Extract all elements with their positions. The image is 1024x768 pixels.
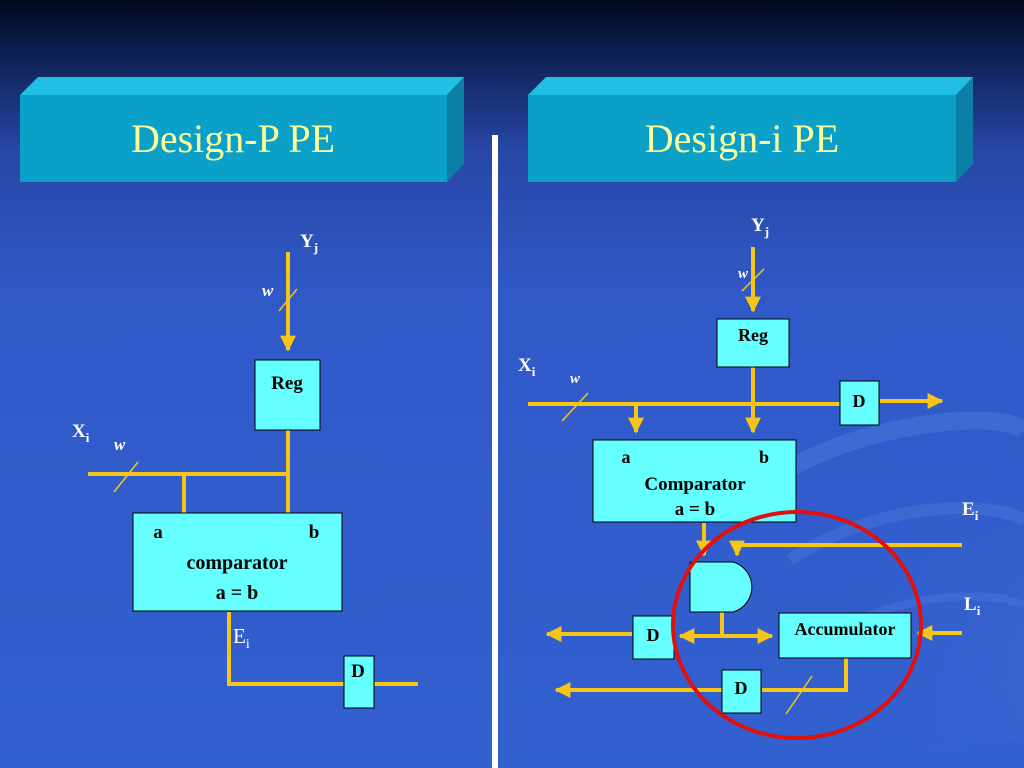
right-title: Design-i PE <box>645 116 839 161</box>
left-width-ticks <box>113 288 298 493</box>
left-diagram <box>88 252 418 686</box>
left-comparator-b: b <box>309 522 320 543</box>
left-e-label: Ei <box>233 624 250 652</box>
right-d-top-box: D <box>839 380 880 426</box>
right-x-label: Xi <box>518 355 536 379</box>
left-d-label: D <box>351 661 365 682</box>
right-reg-label: Reg <box>738 325 768 345</box>
left-e-output-wire <box>227 612 418 686</box>
right-width-ticks <box>561 268 813 715</box>
right-w-left-label: w <box>570 371 581 387</box>
right-w-top-label: w <box>738 266 749 282</box>
left-title-banner: Design-P PE <box>20 77 464 182</box>
right-comparator-name: Comparator <box>644 474 746 495</box>
left-comparator-box: a b comparator a = b <box>132 512 343 612</box>
left-title: Design-P PE <box>131 116 335 161</box>
left-d-box: D <box>343 655 375 709</box>
right-and-gate <box>689 561 753 613</box>
left-x-label: Xi <box>72 421 90 445</box>
right-d-mid-box: D <box>632 615 675 660</box>
right-accumulator-to-d-bottom-wire <box>762 658 848 692</box>
right-y-label: Yj <box>751 215 769 239</box>
left-comparator-a: a <box>153 522 163 543</box>
right-e-label: Ei <box>962 499 979 523</box>
right-comparator-b: b <box>759 447 769 467</box>
panel-divider <box>492 135 498 768</box>
right-d-bottom-box: D <box>721 669 762 714</box>
left-w-top-label: w <box>262 281 274 300</box>
left-reg-box: Reg <box>254 359 321 431</box>
right-comparator-box: a b Comparator a = b <box>592 439 797 523</box>
left-w-left-label: w <box>114 435 126 454</box>
right-comparator-eq: a = b <box>675 499 715 520</box>
right-d-bottom-label: D <box>735 678 748 698</box>
right-reg-box: Reg <box>716 318 790 368</box>
right-diagram <box>528 247 962 698</box>
right-accumulator-label: Accumulator <box>795 619 896 639</box>
right-d-mid-label: D <box>647 625 660 645</box>
right-title-banner: Design-i PE <box>528 77 973 182</box>
left-comparator-eq: a = b <box>216 582 259 604</box>
right-accumulator-box: Accumulator <box>778 612 912 659</box>
left-y-label: Yj <box>300 231 318 255</box>
right-d-top-label: D <box>853 391 866 411</box>
highlight-circle <box>671 510 923 740</box>
right-comparator-a: a <box>622 447 631 467</box>
left-comparator-name: comparator <box>186 552 287 574</box>
left-reg-label: Reg <box>271 373 303 394</box>
right-l-label: Li <box>964 594 981 618</box>
